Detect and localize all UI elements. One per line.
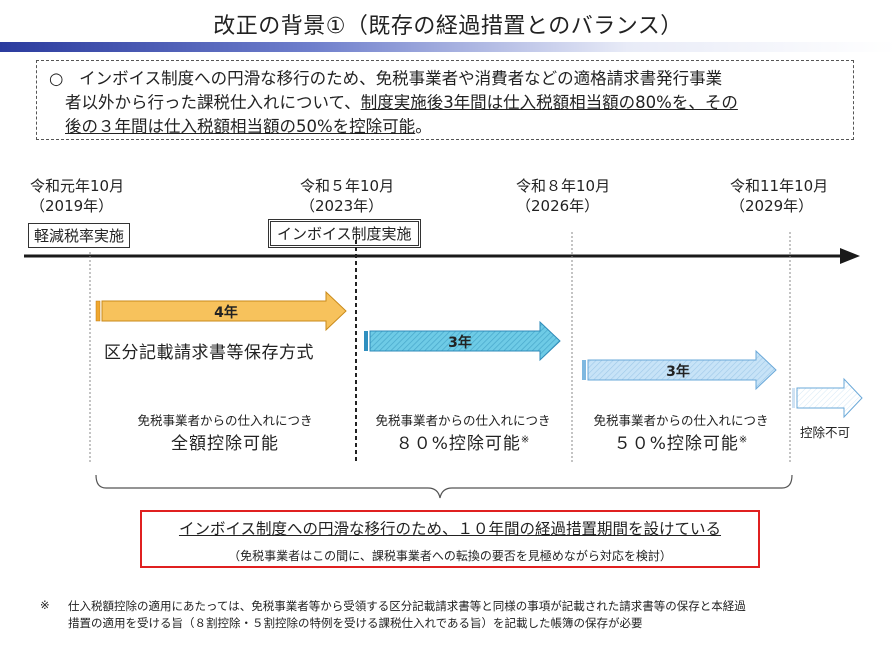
transition-period-box: インボイス制度への円滑な移行のため、１０年間の経過措置期間を設けている （免税事…: [140, 510, 760, 568]
period-arrow-3y-second: [582, 349, 777, 391]
period-arrow-4y: [95, 290, 347, 332]
era-name: 令和元年10月: [30, 177, 125, 195]
period-note-2: 免税事業者からの仕入れにつき ８０%控除可能※: [356, 410, 570, 454]
period-arrow-no-deduction: [792, 377, 863, 419]
footnote-line-1: 仕入税額控除の適用にあたっては、免税事業者等から受領する区分記載請求書等と同様の…: [68, 599, 746, 613]
reduced-rate-label: 軽減税率実施: [28, 223, 131, 248]
arrow-label-4y: 4年: [214, 305, 238, 321]
transition-sub-text: （免税事業者はこの間に、課税事業者への転換の要否を見極めながら対応を検討）: [228, 549, 672, 563]
summary-box: ○ インボイス制度への円滑な移行のため、免税事業者や消費者などの適格請求書発行事…: [36, 60, 854, 140]
summary-underlined-3: 後の３年間は仕入税額相当額の50%を控除可能: [65, 117, 416, 136]
period-big-text: ５０%控除可能※: [613, 434, 749, 454]
period-small-text: 免税事業者からの仕入れにつき: [593, 413, 769, 428]
summary-line-2: 者以外から行った課税仕入れについて、制度実施後3年間は仕入税額相当額の80%を、…: [49, 91, 843, 115]
period-arrow-3y-first: [364, 320, 561, 362]
period-small-text: 免税事業者からの仕入れにつき: [137, 413, 313, 428]
summary-text-2: 者以外から行った課税仕入れについて、: [65, 93, 361, 112]
period-note-1: 免税事業者からの仕入れにつき 全額控除可能: [100, 410, 350, 454]
method-label: 区分記載請求書等保存方式: [104, 343, 314, 363]
era-name: 令和８年10月: [516, 177, 611, 195]
arrow-label-3y-second: 3年: [666, 364, 690, 380]
summary-line-3: 後の３年間は仕入税額相当額の50%を控除可能。: [49, 115, 843, 139]
era-year: （2029年）: [730, 197, 814, 215]
footnote-line-2: 措置の適用を受ける旨（８割控除・５割控除の特例を受ける課税仕入れである旨）を記載…: [68, 616, 643, 630]
era-label-2029: 令和11年10月 （2029年）: [730, 176, 828, 216]
arrow-label-3y-first: 3年: [448, 335, 472, 351]
era-label-2019: 令和元年10月 （2019年）: [30, 176, 124, 216]
bullet: ○: [49, 69, 64, 88]
page-title: 改正の背景①（既存の経過措置とのバランス）: [213, 14, 683, 39]
era-name: 令和５年10月: [300, 177, 395, 195]
summary-underlined-2: 制度実施後3年間は仕入税額相当額の80%を、その: [360, 93, 738, 112]
period-big-text: ８０%控除可能※: [395, 434, 531, 454]
timeline-arrowhead: [840, 248, 860, 264]
era-year: （2026年）: [516, 197, 600, 215]
summary-end: 。: [415, 117, 432, 136]
summary-line-1: ○ インボイス制度への円滑な移行のため、免税事業者や消費者などの適格請求書発行事…: [49, 67, 843, 91]
era-name: 令和11年10月: [730, 177, 829, 195]
period-small-text: 免税事業者からの仕入れにつき: [375, 413, 551, 428]
summary-text-1: インボイス制度への円滑な移行のため、免税事業者や消費者などの適格請求書発行事業: [79, 69, 723, 88]
period-note-3: 免税事業者からの仕入れにつき ５０%控除可能※: [574, 410, 788, 454]
era-year: （2023年）: [300, 197, 384, 215]
transition-main-text: インボイス制度への円滑な移行のため、１０年間の経過措置期間を設けている: [178, 520, 722, 538]
era-label-2026: 令和８年10月 （2026年）: [516, 176, 610, 216]
no-deduction-label: 控除不可: [800, 425, 851, 440]
footnote-text: 仕入税額控除の適用にあたっては、免税事業者等から受領する区分記載請求書等と同様の…: [68, 598, 878, 632]
footnote-mark: ※: [40, 598, 50, 612]
era-year: （2019年）: [30, 197, 114, 215]
title-underline-bar: [0, 42, 896, 52]
invoice-start-label: インボイス制度実施: [268, 219, 421, 248]
era-label-2023: 令和５年10月 （2023年）: [300, 176, 394, 216]
period-big-text: 全額控除可能: [171, 434, 279, 454]
ten-year-brace: [95, 474, 793, 499]
